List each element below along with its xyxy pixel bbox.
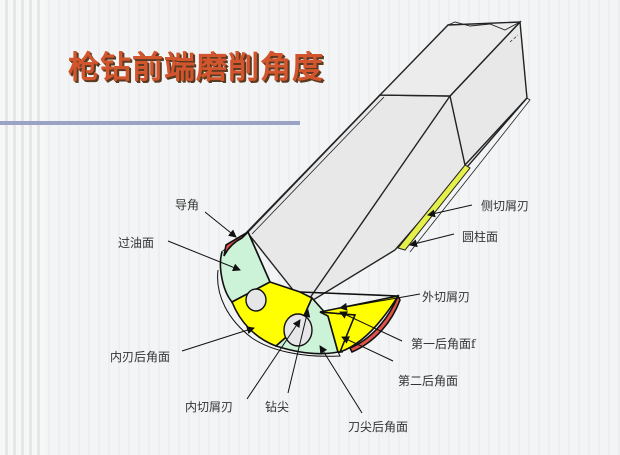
side-strip bbox=[397, 164, 471, 251]
label-inner-cutting-edge: 内切屑刃 bbox=[185, 400, 234, 414]
label-tip-relief-face: 刀尖后角面 bbox=[348, 420, 409, 434]
leader-lines bbox=[167, 204, 473, 414]
drill-body bbox=[246, 20, 531, 306]
label-outer-cutting-edge: 外切屑刃 bbox=[422, 290, 471, 304]
label-chamfer: 导角 bbox=[175, 198, 200, 212]
label-side-cutting-edge: 侧切屑刃 bbox=[481, 199, 530, 213]
label-inner-relief-face: 内刃后角面 bbox=[110, 350, 171, 364]
label-oil-surface: 过油面 bbox=[118, 236, 155, 250]
label-drill-point: 钻尖 bbox=[265, 400, 290, 414]
slide-title: 枪钻前端磨削角度 bbox=[68, 50, 324, 86]
title-divider bbox=[0, 121, 300, 125]
label-cylindrical-surface: 圆柱面 bbox=[462, 230, 499, 244]
label-first-relief-face: 第一后角面f bbox=[411, 337, 476, 351]
background-stripe bbox=[0, 0, 45, 455]
label-second-relief-face: 第二后角面 bbox=[398, 374, 459, 388]
